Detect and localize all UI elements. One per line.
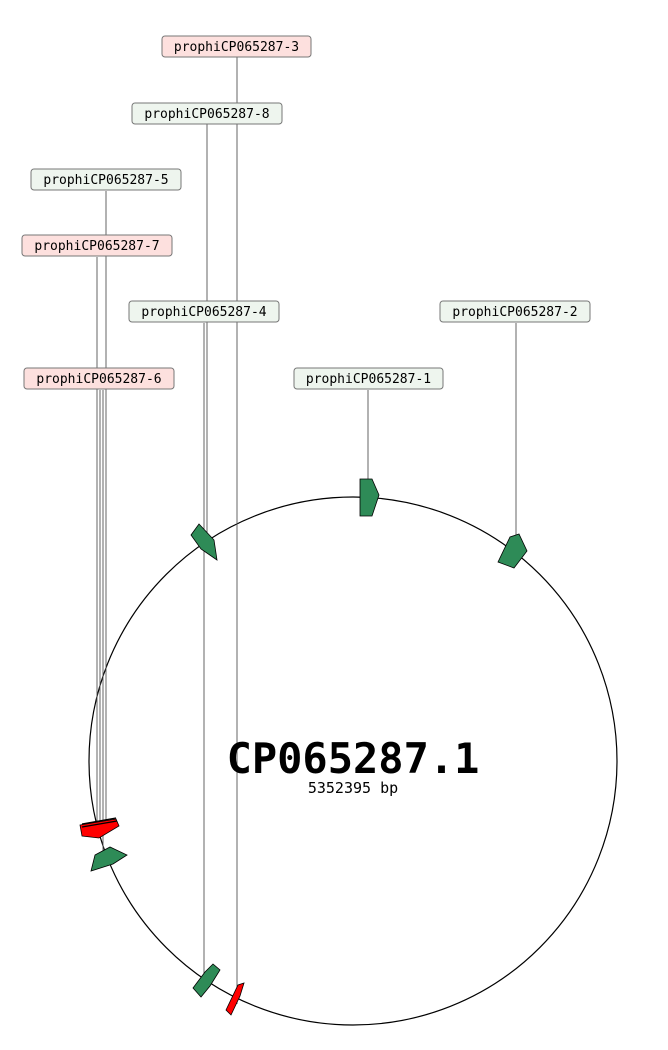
label-prophage-8[interactable]: prophiCP065287-8 [131,102,283,125]
label-prophage-4-text: prophiCP065287-4 [141,305,266,320]
label-prophage-4[interactable]: prophiCP065287-4 [128,300,280,323]
label-prophage-1[interactable]: prophiCP065287-1 [293,367,444,390]
label-prophage-2-text: prophiCP065287-2 [452,305,577,320]
label-prophage-6-text: prophiCP065287-6 [36,372,161,387]
label-prophage-8-text: prophiCP065287-8 [144,107,269,122]
label-prophage-6[interactable]: prophiCP065287-6 [23,367,175,390]
marker-prophage-9 [90,846,128,872]
label-prophage-1-text: prophiCP065287-1 [306,372,431,387]
label-prophage-7[interactable]: prophiCP065287-7 [21,234,173,257]
genome-name: CP065287.1 [227,734,480,783]
label-prophage-3-text: prophiCP065287-3 [174,40,299,55]
marker-prophage-8 [190,523,218,561]
marker-prophage-6 [79,818,120,839]
prophage-markers [79,478,528,1016]
marker-prophage-5 [81,820,118,828]
label-prophage-5-text: prophiCP065287-5 [43,173,168,188]
marker-prophage-7 [81,817,117,825]
marker-prophage-4 [192,963,221,998]
prophage-labels: prophiCP065287-3 prophiCP065287-8 prophi… [21,35,591,390]
genome-circle [88,496,618,1026]
marker-prophage-3 [225,982,245,1016]
marker-prophage-1 [359,478,380,517]
label-prophage-2[interactable]: prophiCP065287-2 [439,300,591,323]
label-prophage-7-text: prophiCP065287-7 [34,239,159,254]
genome-length: 5352395 bp [308,779,398,797]
connector-lines [96,56,517,1004]
label-prophage-5[interactable]: prophiCP065287-5 [30,168,182,191]
marker-prophage-2 [497,533,528,569]
label-prophage-3[interactable]: prophiCP065287-3 [161,35,312,58]
